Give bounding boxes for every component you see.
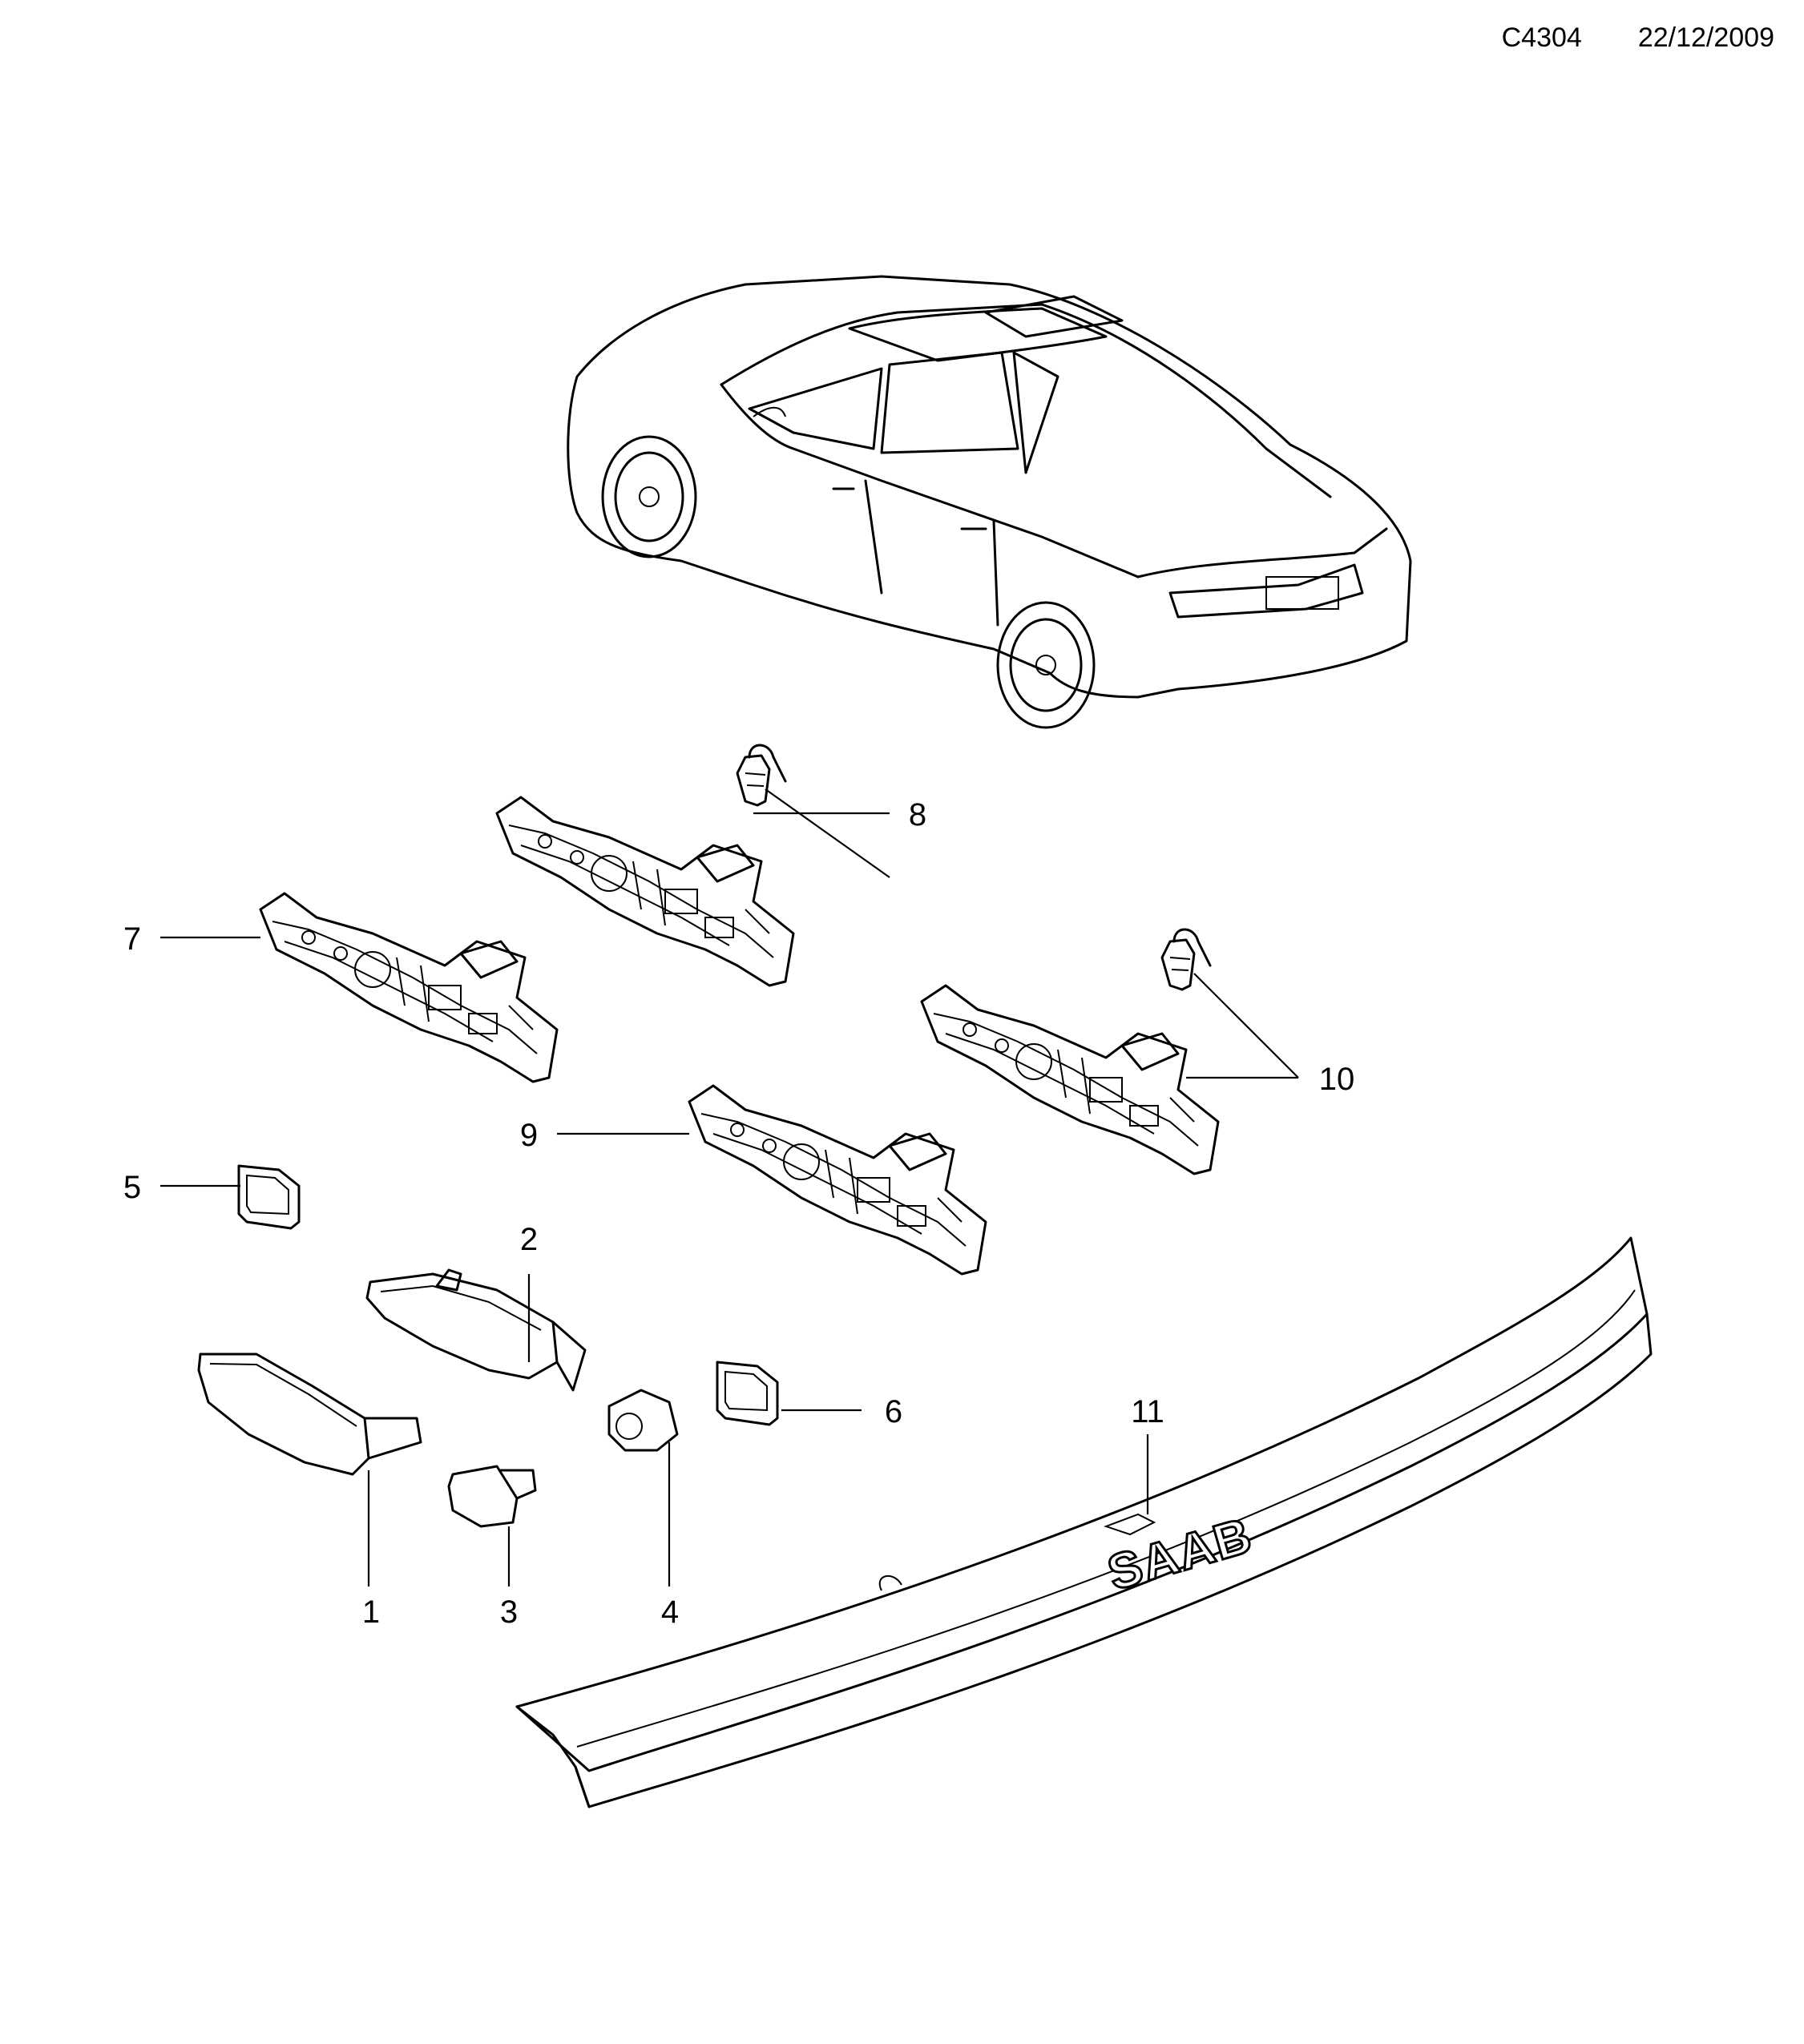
callout-2: 2 xyxy=(520,1222,538,1257)
saab-logo: SAAB xyxy=(1102,1507,1259,1601)
callout-10: 10 xyxy=(1319,1062,1355,1097)
gasket-part-5[interactable] xyxy=(237,1164,301,1230)
callout-5: 5 xyxy=(123,1170,141,1205)
callout-4: 4 xyxy=(661,1594,679,1630)
callout-1: 1 xyxy=(362,1594,380,1630)
clip-part-10[interactable] xyxy=(1160,928,1212,991)
callout-7: 7 xyxy=(123,921,141,957)
callout-8: 8 xyxy=(909,797,926,833)
bracket-part-8[interactable] xyxy=(495,796,795,987)
bracket-part-10[interactable] xyxy=(920,984,1220,1175)
lock-cap-part-3[interactable] xyxy=(447,1465,537,1528)
gasket-part-6[interactable] xyxy=(716,1361,779,1426)
bracket-part-9[interactable] xyxy=(688,1084,987,1276)
lock-cylinder-part-4[interactable] xyxy=(607,1389,679,1452)
drawing-code: C4304 xyxy=(1501,22,1582,53)
callout-9: 9 xyxy=(520,1118,538,1153)
drawing-date: 22/12/2009 xyxy=(1637,22,1774,53)
callout-labels: 1 2 3 4 5 6 7 8 9 10 11 xyxy=(123,797,1354,1630)
bracket-part-7[interactable] xyxy=(259,892,559,1083)
callout-11: 11 xyxy=(1131,1394,1164,1429)
clip-part-8[interactable] xyxy=(736,744,787,807)
car-illustration xyxy=(567,275,1412,729)
door-handle-part-1[interactable] xyxy=(197,1353,422,1476)
drawing-header: C4304 22/12/2009 xyxy=(1502,22,1774,54)
callout-6: 6 xyxy=(885,1394,902,1429)
callout-3: 3 xyxy=(500,1594,518,1630)
door-handle-part-2[interactable] xyxy=(365,1268,587,1392)
trim-strip-part-11[interactable]: SAAB xyxy=(515,1236,1653,1808)
leader-lines xyxy=(160,788,1299,1586)
